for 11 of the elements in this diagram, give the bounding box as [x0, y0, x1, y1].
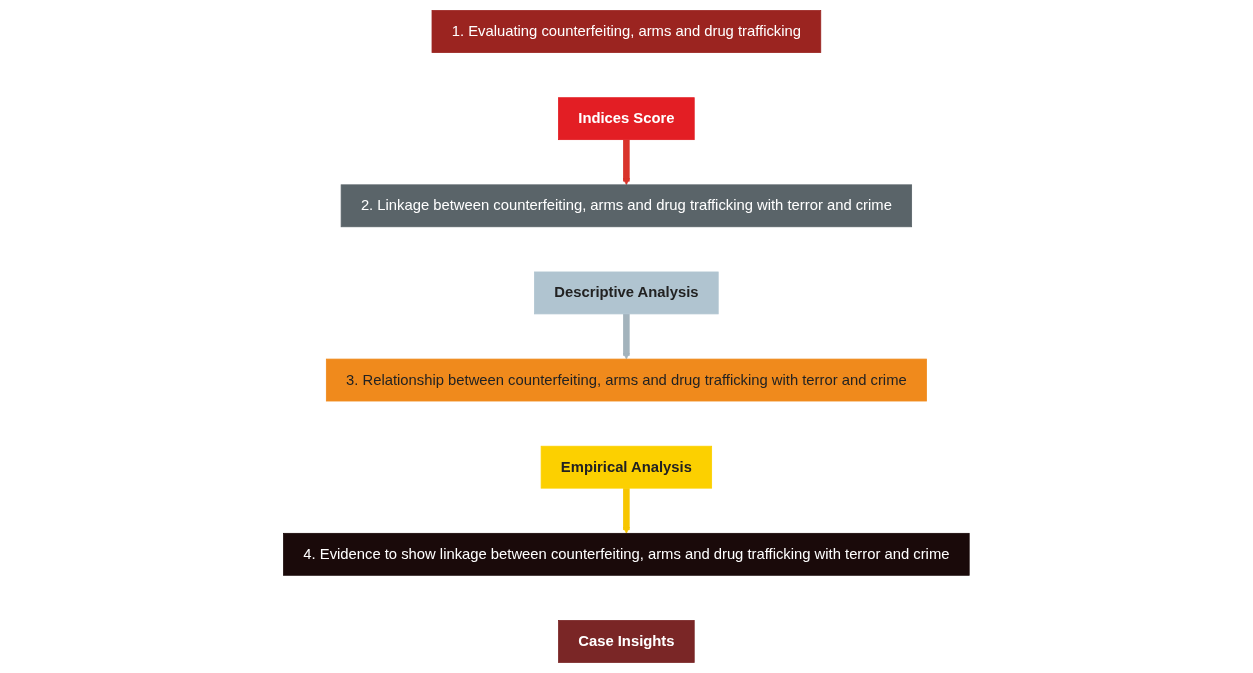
arrow — [622, 313, 631, 360]
arrow — [622, 488, 631, 534]
node-box: Indices Score — [558, 97, 695, 141]
node-box: Case Insights — [558, 620, 695, 663]
node-box: 4. Evidence to show linkage between counterfeiting, arms and drug trafficking with terror and crime — [283, 532, 970, 576]
node-box: 3. Relationship between counterfeiting, arms and drug trafficking with terror and crime — [326, 358, 927, 402]
node-box: 2. Linkage between counterfeiting, arms and drug trafficking with terror and crime — [340, 184, 913, 228]
node-box: 1. Evaluating counterfeiting, arms and drug trafficking — [431, 10, 822, 53]
arrow — [622, 139, 631, 186]
node-box: Empirical Analysis — [540, 445, 713, 489]
node-box: Descriptive Analysis — [534, 271, 719, 315]
